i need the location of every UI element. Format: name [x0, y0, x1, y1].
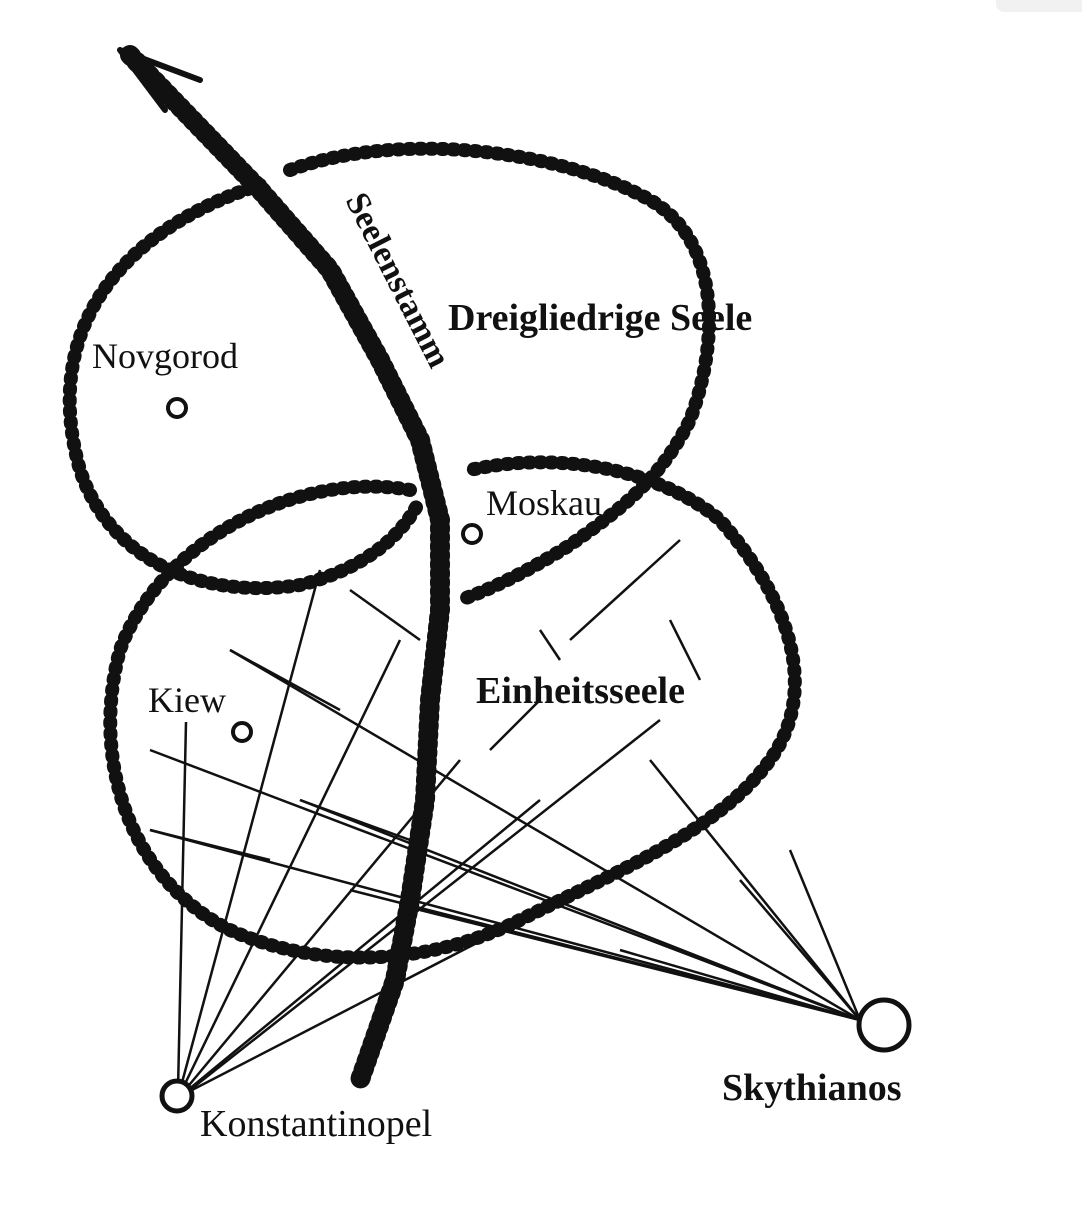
skythianos-marker [856, 997, 912, 1053]
seelenstamm-arrow [117, 45, 450, 1090]
novgorod-marker [166, 397, 188, 419]
novgorod-region [62, 178, 427, 595]
kiew-label: Kiew [148, 680, 226, 720]
konstantinopel-rays [176, 569, 661, 1092]
novgorod-label: Novgorod [92, 336, 238, 376]
corner-tab [996, 0, 1082, 12]
einheitsseele-label: Einheitsseele [476, 670, 685, 712]
moskau-marker [461, 523, 483, 545]
dreigliedrige-seele-label: Dreigliedrige Seele [448, 297, 752, 339]
kiew-marker [231, 721, 253, 743]
konstantinopel-marker [159, 1078, 195, 1114]
dreigliedrige-seele-region [283, 141, 717, 607]
skythianos-label: Skythianos [722, 1067, 902, 1109]
skythianos-rays [149, 648, 862, 1022]
moskau-label: Moskau [486, 483, 602, 523]
konstantinopel-label: Konstantinopel [200, 1103, 432, 1145]
einheitsseele-strokes [149, 539, 702, 862]
seelenstamm-label: Seelenstamm [338, 187, 458, 374]
